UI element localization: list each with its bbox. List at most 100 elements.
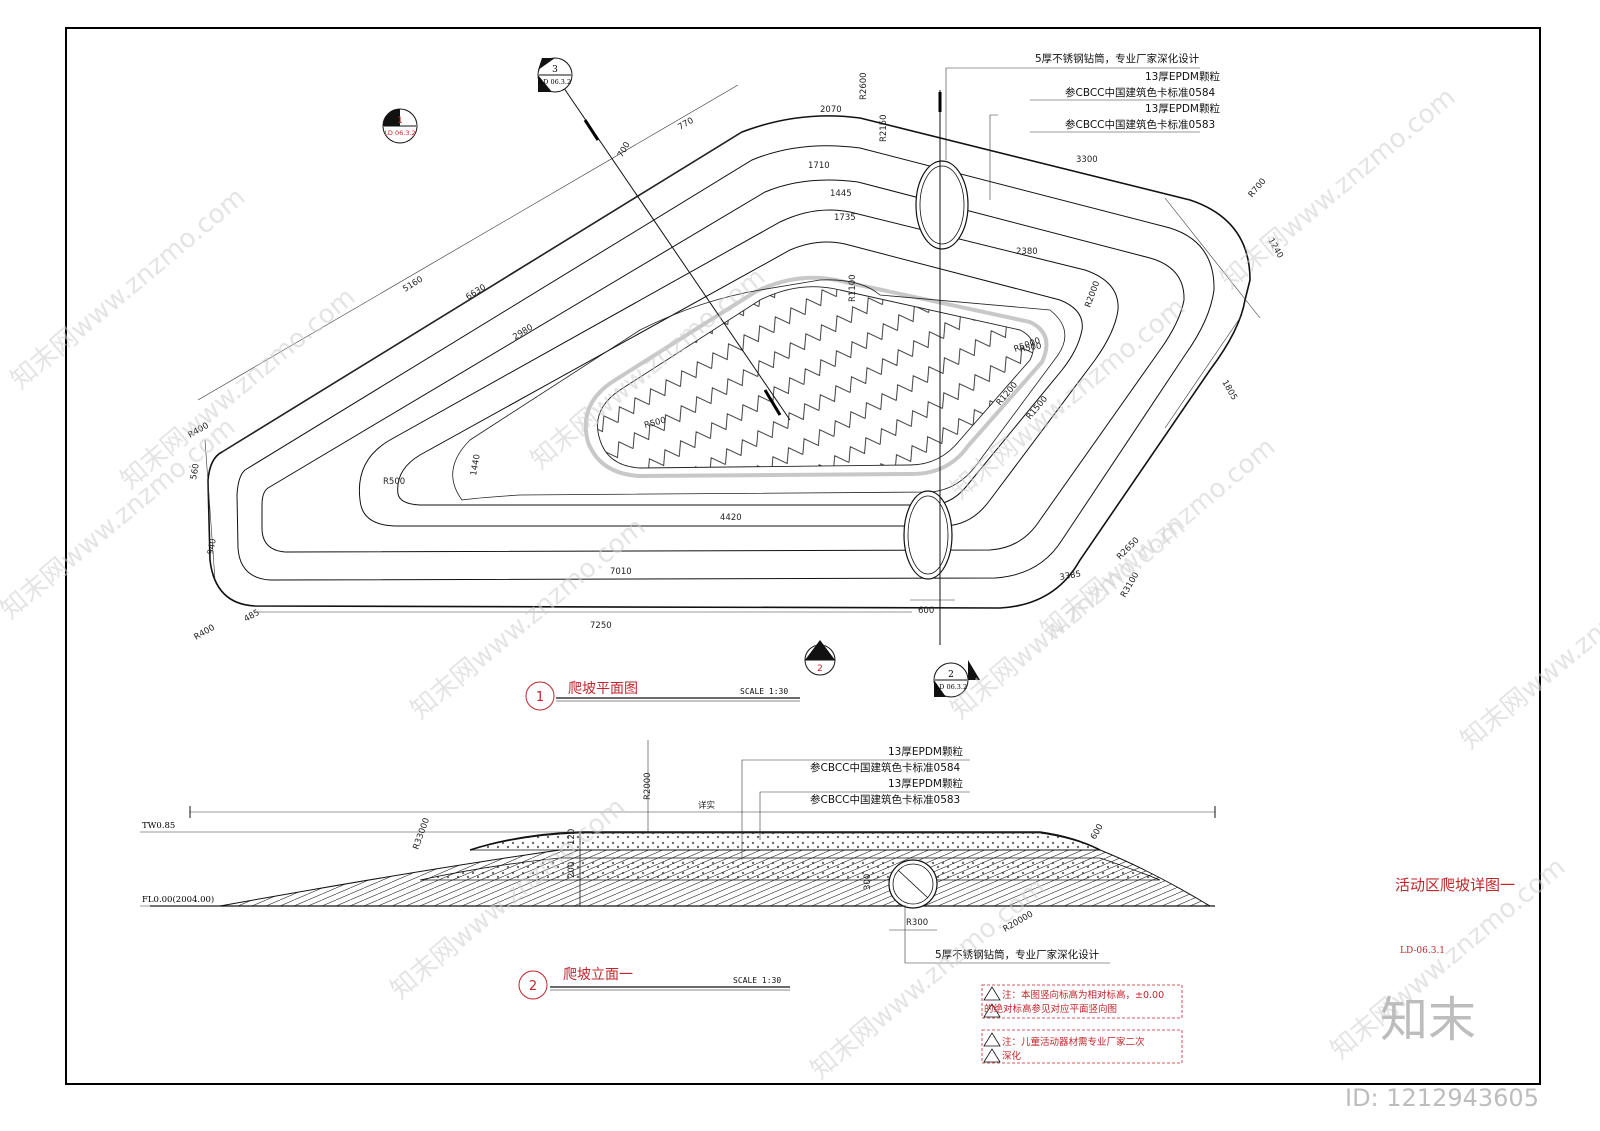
section-mark-3: 3 LD 06.3.2 xyxy=(537,57,573,93)
section-cut-tick xyxy=(763,389,782,416)
note-2-line1: 注：儿童活动器材需专业厂家二次 xyxy=(1002,1036,1145,1048)
watermark-text: 知末网www.znzmo.com xyxy=(1455,542,1600,755)
dim-label: R500 xyxy=(1019,341,1043,355)
dim-label: 6630 xyxy=(464,283,488,303)
dim-label: 2070 xyxy=(820,105,842,115)
sheet-border xyxy=(65,27,1541,1085)
section-mark-2-num: 2 xyxy=(948,670,954,680)
dim-label: 3385 xyxy=(1059,569,1082,583)
elev-callout-leader xyxy=(759,791,970,800)
dim-label: 2380 xyxy=(1016,247,1038,257)
dim-line-6630 xyxy=(221,131,743,453)
note-box-1: 注：本图竖向标高为相对标高，±0.00 的绝对标高参见对应平面竖向图 xyxy=(981,984,1183,1019)
elev-level-floor: FL0.00(2004.00) xyxy=(142,894,214,905)
dim-label: 7010 xyxy=(610,567,632,577)
elev-callout-1: 13厚EPDM颗粒 xyxy=(888,745,963,758)
dim-label: 1805 xyxy=(1219,379,1238,403)
elev-dim-r33000: R33000 xyxy=(411,817,432,851)
section-cut-tick xyxy=(583,119,600,141)
note-1-line2: 的绝对标高参见对应平面竖向图 xyxy=(984,1003,1117,1015)
dim-label: 4420 xyxy=(720,513,742,523)
dim-label: 7250 xyxy=(590,621,612,631)
plan-inner-core xyxy=(597,286,1034,469)
callout-leader xyxy=(989,114,998,200)
tube-ellipse-top-inner xyxy=(919,165,965,245)
dim-label: 700 xyxy=(616,140,633,159)
note-box-2: 注：儿童活动器材需专业厂家二次 深化 xyxy=(981,1029,1183,1064)
plan-title-block: 1 爬坡平面图 SCALE 1:30 xyxy=(525,681,800,711)
elevation-title-number: 2 xyxy=(529,979,537,994)
plan-scale: SCALE 1:30 xyxy=(740,687,788,696)
elev-dim-600: R300 xyxy=(906,918,928,928)
dim-label: 1440 xyxy=(469,453,483,476)
dim-label: R2600 xyxy=(859,72,869,100)
elev-callout-4: 参CBCC中国建筑色卡标准0583 xyxy=(810,793,960,806)
dim-label: R2150 xyxy=(879,114,889,142)
dim-line-5160 xyxy=(197,84,739,401)
dim-label: 5160 xyxy=(401,275,425,295)
dim-label: R700 xyxy=(1247,177,1269,200)
elev-dim-300: 300 xyxy=(863,874,873,890)
note-2-line2: 深化 xyxy=(1002,1050,1022,1062)
section-mark-1: 1 LD 06.3.2 xyxy=(382,108,418,144)
elevation-title: 爬坡立面一 xyxy=(563,967,633,983)
elev-bottom-callout-leader xyxy=(904,905,1110,964)
watermark-brand: 知末 xyxy=(1380,992,1476,1048)
plan-inner-field xyxy=(397,241,1083,506)
elev-dim-200: 200 xyxy=(567,862,577,878)
dim-label: R500 xyxy=(383,477,405,487)
elev-dim-overall: 详实 xyxy=(698,800,715,811)
watermark-text: 知末网www.znzmo.com xyxy=(0,412,241,625)
elev-level-top: TW0.85 xyxy=(142,821,175,831)
elev-dim-120: 120 xyxy=(567,829,577,845)
watermarks: 知末网www.znzmo.com 知末网www.znzmo.com 知末网www… xyxy=(0,82,1600,1085)
dim-label: 1445 xyxy=(830,189,852,199)
elev-dim-r20000: 600 xyxy=(1089,822,1106,841)
plan-outer-edge xyxy=(207,115,1251,609)
note-1-line1: 注：本图竖向标高为相对标高，±0.00 xyxy=(1002,989,1164,1001)
watermark-text: 知末网www.znzmo.com xyxy=(5,182,251,395)
dim-label: 560 xyxy=(189,463,202,481)
plan-inner-core-border xyxy=(583,275,1049,479)
plan-band-outer xyxy=(236,145,1215,581)
elevation-mark-2: 2 xyxy=(804,640,836,676)
sheet-title: 活动区爬坡详图一 xyxy=(1395,876,1515,894)
section-mark-2-plan: 2 LD 06.3.2 xyxy=(933,660,980,698)
dim-label: 940 xyxy=(206,538,219,556)
sheet-code: LD-06.3.1 xyxy=(1400,946,1445,956)
elev-bottom-callout: 5厚不锈钢钻筒，专业厂家深化设计 xyxy=(935,948,1100,961)
plan-callout-5: 参CBCC中国建筑色卡标准0583 xyxy=(1065,118,1215,131)
plan-callout-2: 13厚EPDM颗粒 xyxy=(1145,70,1220,83)
watermark-id: ID: 1212943605 xyxy=(1345,1084,1539,1112)
dim-label: 770 xyxy=(677,116,696,133)
elevation-mark-num: 2 xyxy=(817,664,823,674)
dim-label: 1710 xyxy=(808,161,830,171)
elev-callout-3: 13厚EPDM颗粒 xyxy=(888,777,963,790)
tube-ellipse-bottom-inner xyxy=(907,495,949,575)
dim-label: R400 xyxy=(193,623,217,643)
elevation-view: 详实 TW0.85 FL0.00(2004.00) R300 R20000 R2… xyxy=(140,740,1216,1000)
section-mark-3-num: 3 xyxy=(552,65,558,75)
dim-line-1805 xyxy=(1164,314,1243,429)
plan-callout-4: 13厚EPDM颗粒 xyxy=(1145,102,1220,115)
dim-label: 600 xyxy=(918,606,934,616)
dim-label: 1735 xyxy=(834,213,856,223)
plan-title: 爬坡平面图 xyxy=(568,681,638,697)
dim-line-r700 xyxy=(1164,197,1261,319)
watermark-text: 知末网www.znzmo.com xyxy=(1035,432,1281,645)
dim-label: 3300 xyxy=(1076,155,1098,165)
elev-callout-leader xyxy=(741,759,970,770)
dim-line-left xyxy=(204,439,216,581)
plan-callout-1: 5厚不锈钢钻筒，专业厂家深化设计 xyxy=(1035,52,1200,65)
dim-label: R1100 xyxy=(848,274,858,302)
section-mark-1-ref: LD 06.3.2 xyxy=(384,129,415,137)
dim-label: R2000 xyxy=(1083,280,1102,309)
plan-callout-3: 参CBCC中国建筑色卡标准0584 xyxy=(1065,86,1216,99)
elev-mound-stars-lower xyxy=(419,857,1161,881)
plan-band-middle xyxy=(261,179,1185,553)
elev-callout-2: 参CBCC中国建筑色卡标准0584 xyxy=(810,761,961,774)
tube-ellipse-bottom xyxy=(903,490,953,580)
tube-ellipse-top xyxy=(915,160,969,250)
plan-view: 1 LD 06.3.2 3 LD 06.3.2 2 LD 06.3.2 2 5厚… xyxy=(187,52,1285,711)
